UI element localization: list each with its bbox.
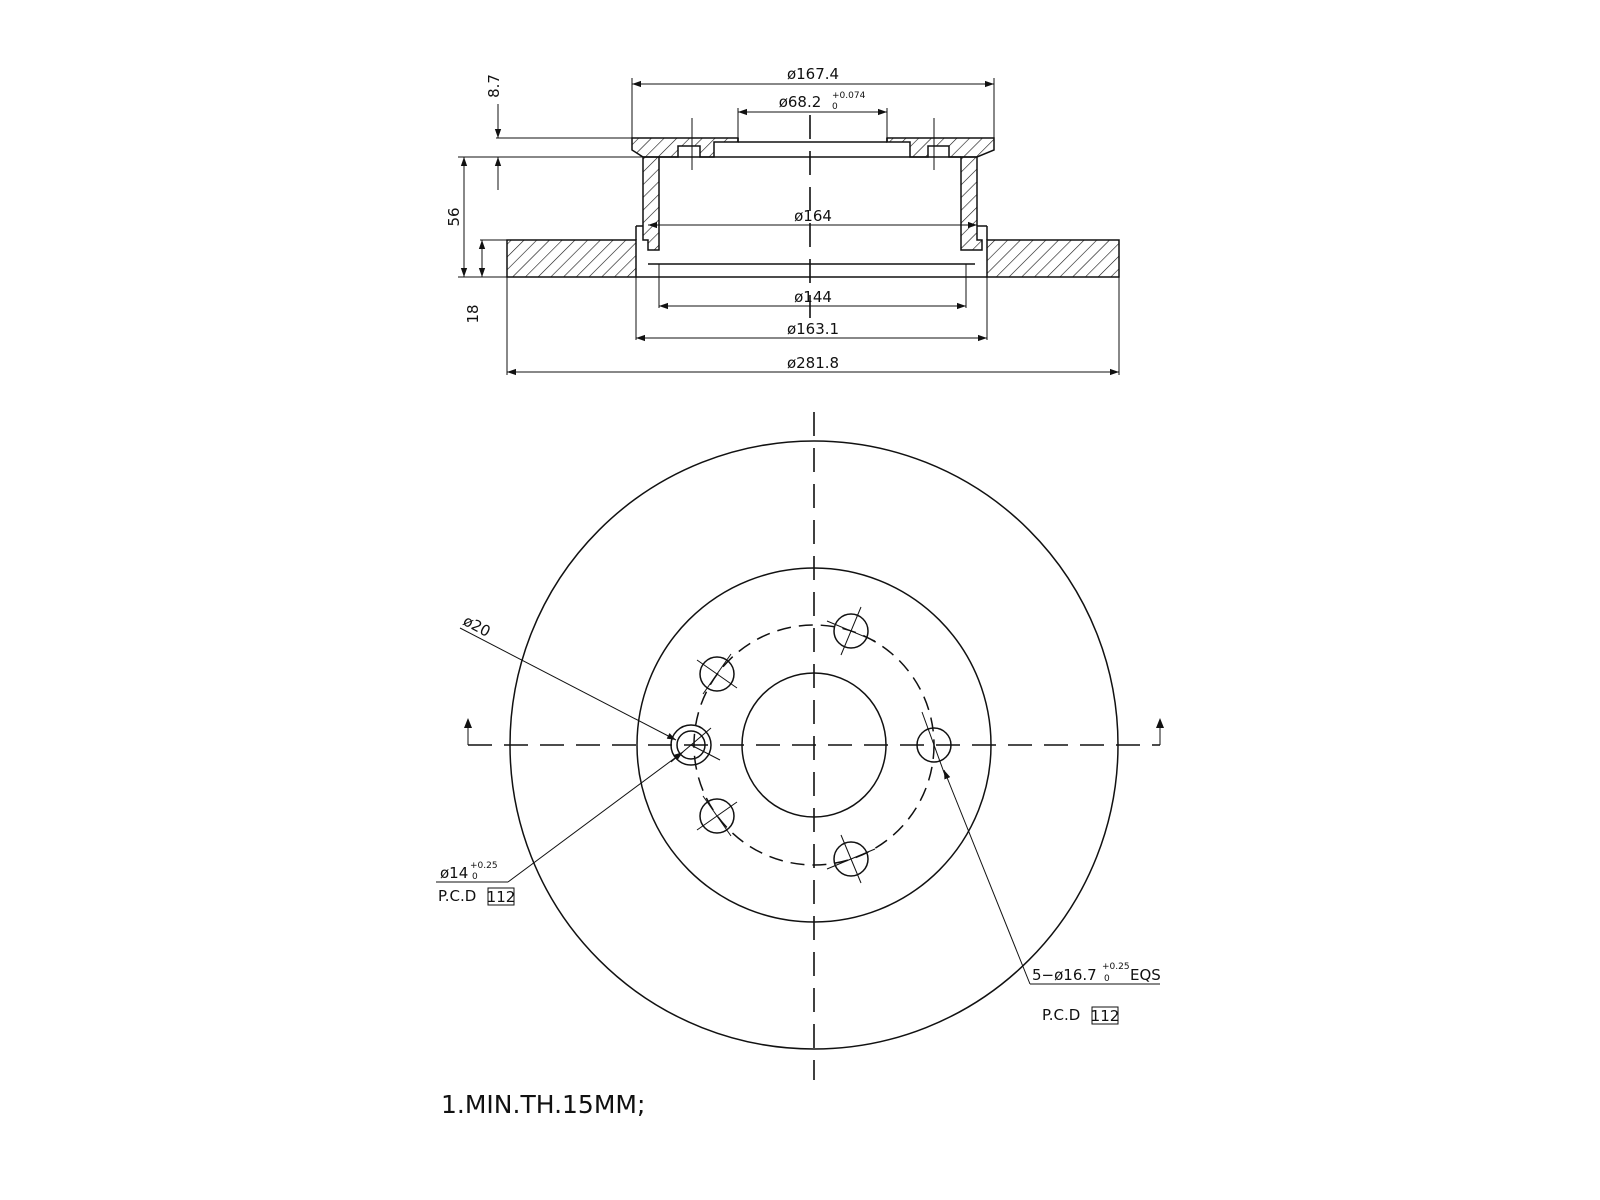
- dim-text-163: ø163.1: [787, 320, 839, 338]
- groove-left: [635, 225, 643, 240]
- bolt-hole-4: [696, 795, 738, 837]
- leader-spot-face: [459, 627, 677, 741]
- rotor-ring-left: [506, 239, 637, 278]
- bolt-hole-1: [916, 711, 952, 779]
- leader-stud-hole: [507, 751, 684, 883]
- dim-text-8-7: 8.7: [485, 74, 503, 98]
- pcd-value-left: 112: [487, 888, 516, 906]
- pcd-box-left: [487, 887, 515, 906]
- bolt-hole-2: [826, 606, 876, 656]
- hat-wall-right: [960, 156, 983, 251]
- dim-tol-stud-upper: +0.25: [470, 861, 498, 871]
- dim-text-56: 56: [445, 207, 463, 226]
- dim-text-stud-hole: ø14: [440, 864, 468, 882]
- front-view: ø20 ø14 +0.25 0 P.C.D 112 5−ø16.7 +0.25 …: [436, 412, 1164, 1080]
- bolt-hole-3: [696, 653, 738, 695]
- section-arrow-left: [464, 718, 472, 728]
- dim-text-18: 18: [464, 304, 482, 323]
- rotor-ring-right: [986, 239, 1120, 278]
- dim-tol-68-upper: +0.074: [832, 91, 866, 101]
- pcd-label-left: P.C.D: [438, 887, 476, 905]
- section-arrow-right: [1156, 718, 1164, 728]
- dim-text-bolt-holes: 5−ø16.7: [1032, 966, 1097, 984]
- dim-text-281: ø281.8: [787, 354, 839, 372]
- pcd-value-right: 112: [1091, 1007, 1120, 1025]
- pcd-label-right: P.C.D: [1042, 1006, 1080, 1024]
- hat-flange-left: [631, 137, 739, 158]
- section-view: ø167.4 ø68.2 +0.074 0 ø164 ø144 ø163.1 ø…: [445, 65, 1120, 376]
- bolt-hole-5: [826, 834, 876, 884]
- dim-tol-stud-lower: 0: [472, 872, 478, 882]
- dim-tol-68-lower: 0: [832, 102, 838, 112]
- dim-text-68: ø68.2: [779, 93, 822, 111]
- leader-bolt-holes: [943, 769, 1031, 985]
- pcd-box-right: [1091, 1006, 1119, 1025]
- dim-text-167: ø167.4: [787, 65, 839, 83]
- dim-text-bolt-eqs: EQS: [1130, 966, 1161, 984]
- dim-tol-bolt-upper: +0.25: [1102, 962, 1130, 972]
- dim-text-144: ø144: [794, 288, 832, 306]
- hat-flange-right: [886, 137, 995, 158]
- dim-text-164: ø164: [794, 207, 832, 225]
- hat-wall-left: [642, 156, 660, 251]
- groove-right: [977, 225, 988, 240]
- dim-tol-bolt-lower: 0: [1104, 974, 1110, 984]
- note-min-thickness: 1.MIN.TH.15MM;: [441, 1090, 645, 1119]
